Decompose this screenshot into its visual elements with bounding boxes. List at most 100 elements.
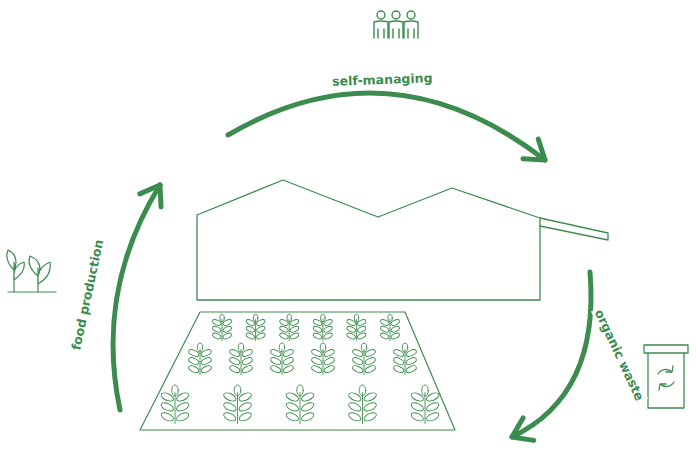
plant-leaf [229,364,241,373]
compost-bin-icon [644,345,688,408]
plant-leaf [321,314,326,322]
plant-leaf [346,325,356,333]
plant-stem [364,349,365,374]
cycle-label-wrap: self-managing [329,67,434,90]
plant-leaf [364,356,376,365]
arrow-head [523,139,545,160]
plant-leaf [410,411,425,423]
plant-stem [425,393,426,424]
plant-leaf [222,332,232,340]
plant-leaf [390,325,400,333]
plant-leaf [347,401,362,413]
plant-leaf [197,343,202,352]
plant-leaf [359,385,366,396]
illustration-part [377,11,385,19]
plant-leaf [311,356,323,365]
plant-leaf [175,401,190,413]
plant-leaf [256,332,266,340]
plant-leaf [425,411,440,423]
plant-leaf [253,314,258,322]
plant-leaf [238,391,253,403]
plant-leaf [405,356,417,365]
plant-leaf [160,391,175,403]
plant-leaf [363,391,378,403]
plant-stem [241,349,242,374]
plant-leaf [256,325,266,333]
plant-leaf [222,411,237,423]
plant-leaf [188,364,200,373]
plant-leaf [282,364,294,373]
plant-leaf [363,401,378,413]
plant-leaf [388,314,393,322]
crop-plant [380,314,401,340]
illustration-part [644,345,688,353]
plant-leaf [285,411,300,423]
illustration-part [404,21,418,38]
plant-leaf [313,325,323,333]
illustration-part [140,139,545,440]
plant-leaf [279,343,284,352]
plant-leaf [357,325,367,333]
plant-leaf [352,364,364,373]
greenhouse-outline [539,218,540,226]
plant-leaf [323,356,335,365]
illustration-part [407,11,415,19]
plant-stem [405,349,406,374]
plant-icon [7,250,56,292]
illustration-part [29,256,50,292]
plant-leaf [241,356,253,365]
plant-stem [289,320,290,341]
plant-leaf [222,401,237,413]
cycle-label: self-managing [330,70,435,89]
plant-stem [323,349,324,374]
plant-leaf [346,332,356,340]
illustration-part [7,250,24,292]
plant-leaf [347,391,362,403]
plant-leaf [393,364,405,373]
cycle-label-wrap: food production [65,235,108,353]
plant-leaf [234,385,241,396]
plant-leaf [393,356,405,365]
crop-plant [352,343,377,375]
plant-stem [362,393,363,424]
plant-leaf [347,411,362,423]
plant-leaf [320,343,325,352]
plant-leaf [270,356,282,365]
illustration-part [8,291,56,292]
plant-leaf [229,356,241,365]
plant-leaf [425,391,440,403]
arrow-head [512,418,534,440]
plant-stem [322,320,323,341]
plant-leaf [245,332,255,340]
plant-leaf [285,391,300,403]
crop-plant [313,314,334,340]
plant-leaf [410,401,425,413]
illustration-part [160,314,440,423]
plant-stem [175,393,176,424]
crop-plant [222,385,252,424]
cycle-arrow [228,93,545,160]
plant-leaf [172,385,179,396]
plant-leaf [352,356,364,365]
plant-leaf [390,332,400,340]
plant-leaf [323,332,333,340]
plant-leaf [380,325,390,333]
plant-leaf [364,364,376,373]
plant-leaf [200,364,212,373]
plant-leaf [422,385,429,396]
illustration-part [7,11,688,440]
plant-leaf [285,401,300,413]
illustration-part [389,21,403,38]
crop-plant [410,385,440,424]
plant-leaf [289,332,299,340]
people-icon [374,11,418,38]
plant-leaf [323,364,335,373]
crop-plant [188,343,213,375]
plant-leaf [282,356,294,365]
crop-plant [393,343,418,375]
plant-leaf [380,332,390,340]
cycle-arrow [512,272,591,437]
plant-leaf [279,332,289,340]
plant-leaf [357,332,367,340]
